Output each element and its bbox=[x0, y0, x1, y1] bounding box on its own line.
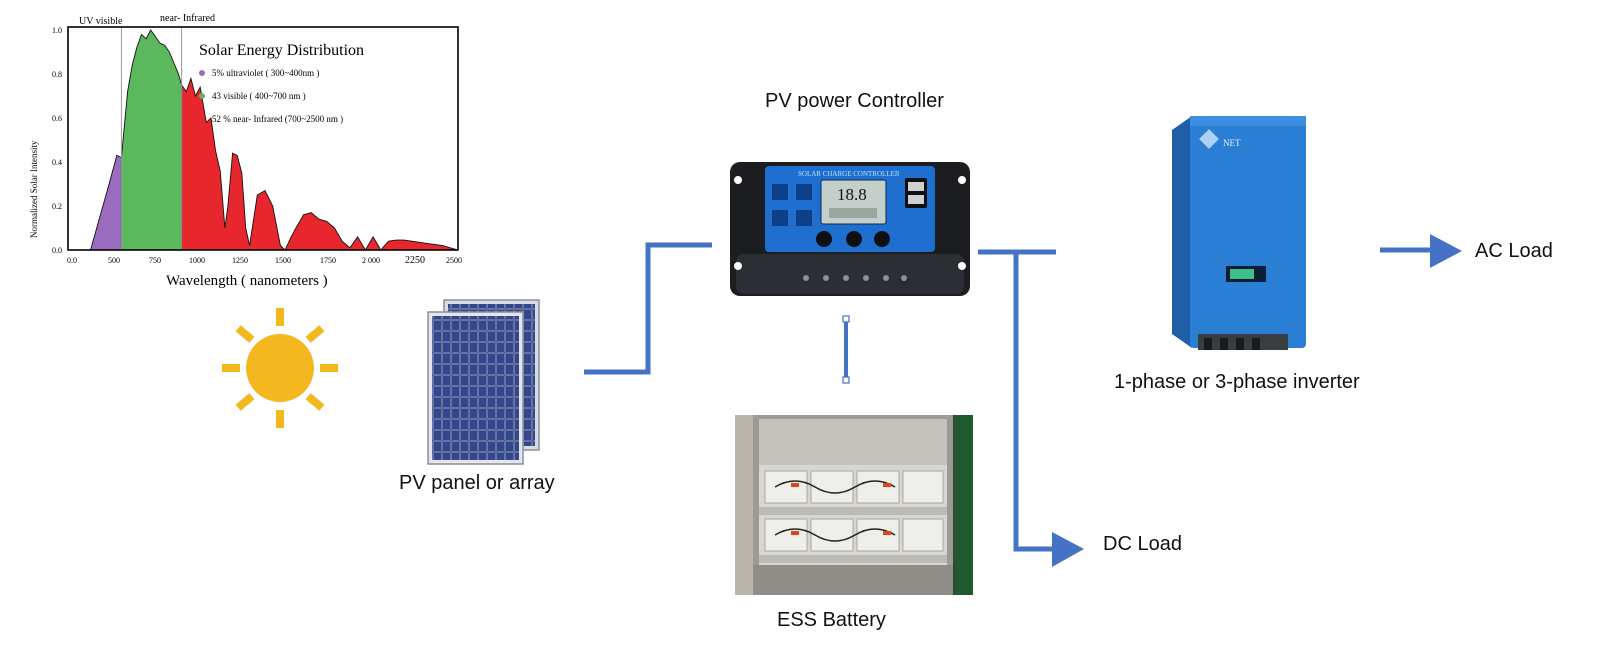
legend-label-2: 52 % near- Infrared (700~2500 nm ) bbox=[212, 114, 343, 124]
controller-display-value: 18.8 bbox=[837, 185, 867, 204]
chart-frame bbox=[67, 26, 459, 251]
x-tick-label-9: 2500 bbox=[446, 256, 462, 265]
solar-panel-icon bbox=[427, 299, 540, 465]
y-tick-label-2: 0.4 bbox=[52, 158, 62, 167]
x-tick-label-3: 1000 bbox=[189, 256, 205, 265]
legend-marker-0 bbox=[199, 70, 205, 76]
inverter-brand: NET bbox=[1223, 138, 1241, 148]
battery-cabinet-icon bbox=[735, 415, 973, 595]
x-tick-label-0: 0.0 bbox=[67, 256, 77, 265]
inverter-icon: NET bbox=[1172, 116, 1306, 350]
legend-marker-2 bbox=[199, 116, 205, 122]
legend-label-0: 5% ultraviolet ( 300~400nm ) bbox=[212, 68, 319, 78]
y-axis-label: Normalized Solar Intensity bbox=[29, 140, 39, 238]
solar-spectrum-chart: UV visible near- Infrared Solar Energy D… bbox=[29, 13, 462, 289]
battery-label: ESS Battery bbox=[777, 609, 886, 631]
region-label-near-ir: near- Infrared bbox=[160, 13, 215, 24]
y-tick-label-0: 0.0 bbox=[52, 246, 62, 255]
x-axis-label: Wavelength ( nanometers ) bbox=[166, 273, 328, 289]
y-tick-label-4: 0.8 bbox=[52, 70, 62, 79]
y-tick-label-5: 1.0 bbox=[52, 26, 62, 35]
inverter-label: 1-phase or 3-phase inverter bbox=[1114, 371, 1360, 393]
charge-controller-icon: SOLAR CHARGE CONTROLLER 18.8 bbox=[730, 162, 970, 296]
x-tick-label-5: 1500 bbox=[275, 256, 291, 265]
legend-marker-1 bbox=[199, 93, 205, 99]
x-tick-label-8: 2250 bbox=[405, 255, 425, 266]
dc-load-arrowhead bbox=[1052, 532, 1084, 567]
ac-load-arrowhead bbox=[1430, 234, 1462, 268]
controller-face-text: SOLAR CHARGE CONTROLLER bbox=[798, 170, 900, 178]
region-label-uv-visible: UV visible bbox=[79, 16, 123, 27]
sun-icon bbox=[222, 308, 338, 428]
x-tick-label-4: 1250 bbox=[232, 256, 248, 265]
panel-to-controller-line bbox=[584, 242, 712, 375]
ac-load-label: AC Load bbox=[1475, 240, 1553, 262]
x-tick-label-7: 2 000 bbox=[362, 256, 380, 265]
legend-label-1: 43 visible ( 400~700 nm ) bbox=[212, 91, 306, 101]
pv-panel-label: PV panel or array bbox=[399, 472, 555, 494]
chart-title: Solar Energy Distribution bbox=[199, 42, 364, 59]
dc-load-label: DC Load bbox=[1103, 533, 1182, 555]
dc-load-line bbox=[1013, 252, 1056, 552]
area-series-1 bbox=[120, 29, 183, 251]
x-tick-label-2: 750 bbox=[149, 256, 161, 265]
x-tick-label-6: 1750 bbox=[320, 256, 336, 265]
controller-title: PV power Controller bbox=[765, 90, 944, 112]
y-tick-label-3: 0.6 bbox=[52, 114, 62, 123]
y-tick-label-1: 0.2 bbox=[52, 202, 62, 211]
x-tick-label-1: 500 bbox=[108, 256, 120, 265]
